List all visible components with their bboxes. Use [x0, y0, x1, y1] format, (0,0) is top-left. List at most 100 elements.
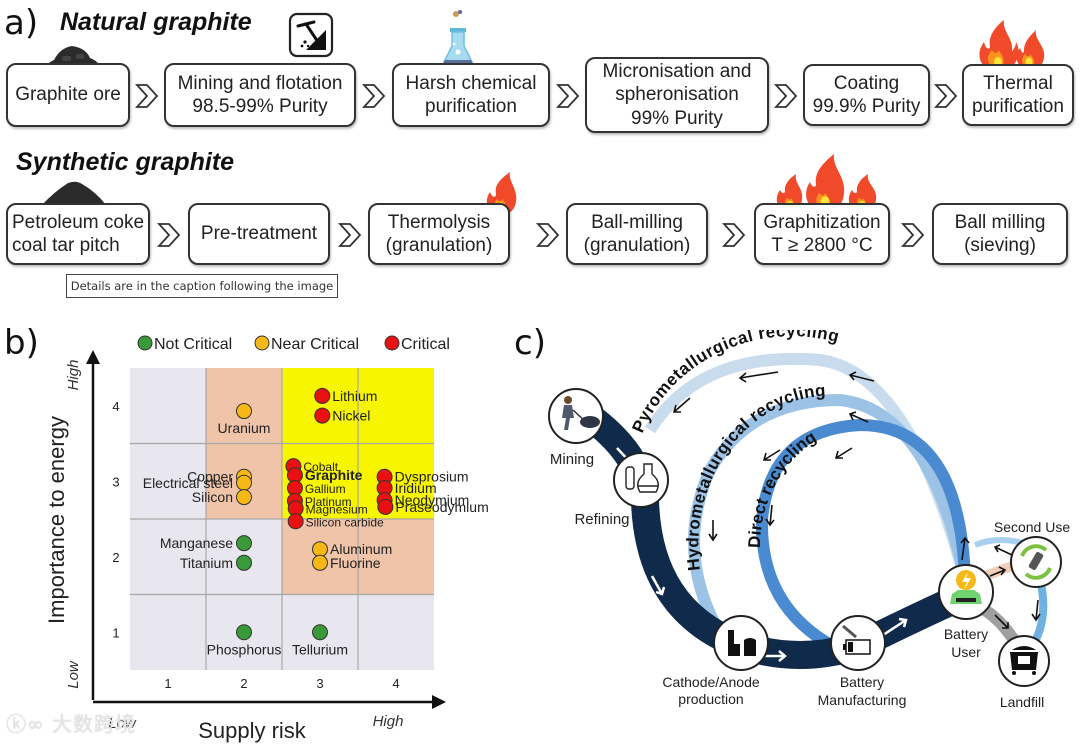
- watermark-logo-icon: ⓚ∞: [6, 712, 53, 736]
- point-label: Manganese: [160, 535, 233, 551]
- point-label: Silicon carbide: [306, 515, 384, 529]
- point-label: Copper: [187, 469, 233, 485]
- point-label: Aluminum: [330, 541, 392, 557]
- node-battery-manufacturing: Battery Manufacturing: [818, 615, 907, 708]
- chevron-right-icon: [934, 84, 958, 108]
- hydrometallurgical-loop: [688, 393, 971, 654]
- panel-b-label: b): [4, 323, 39, 363]
- point-label: Titanium: [180, 555, 233, 571]
- svg-text:production: production: [678, 691, 743, 707]
- svg-text:Battery: Battery: [840, 674, 884, 690]
- y-tick-label: 1: [112, 625, 119, 640]
- legend-label: Near Critical: [271, 336, 359, 353]
- step-petroleum-coke: Petroleum coke coal tar pitch: [6, 203, 150, 265]
- chevron-right-icon: [556, 84, 580, 108]
- node-cathode-anode-production: Cathode/Anode production: [662, 615, 769, 707]
- point-aluminum: [312, 541, 328, 558]
- battery-wrench-icon: [842, 624, 871, 655]
- point-tellurium: [312, 624, 328, 641]
- chevron-right-icon: [338, 223, 362, 247]
- step-thermolysis: Thermolysis (granulation): [368, 203, 510, 265]
- miner-icon: [562, 396, 600, 430]
- step-coating: Coating 99.9% Purity: [803, 64, 930, 126]
- natural-graphite-title: Natural graphite: [60, 8, 252, 36]
- point-label: Iridium: [395, 480, 437, 496]
- svg-text:Battery: Battery: [944, 626, 988, 642]
- x-axis-arrow-icon: [432, 695, 446, 709]
- node-refining: Refining: [574, 452, 669, 528]
- point-label: Uranium: [218, 420, 271, 436]
- point-label: Fluorine: [330, 555, 381, 571]
- y-axis-low-label: Low: [65, 660, 82, 689]
- x-tick-label: 2: [240, 676, 247, 691]
- recycling-arrows: [672, 371, 1041, 629]
- point-label: Graphite: [305, 467, 363, 483]
- panel-a-label: a): [4, 3, 39, 43]
- legend-label: Critical: [401, 336, 450, 353]
- x-tick-label: 4: [392, 676, 399, 691]
- node-battery-user: Battery User: [938, 564, 994, 660]
- lab-glassware-icon: [625, 463, 659, 493]
- y-axis-high-label: High: [65, 360, 82, 391]
- battery-lifecycle-diagram: Pyrometallurgical recycling Hydrometallu…: [548, 330, 1070, 710]
- point-label: Praseodymium: [395, 499, 488, 515]
- point-label: Silicon: [192, 489, 233, 505]
- point-electrical-steel: [236, 474, 252, 491]
- point-silicon-carbide: [287, 513, 304, 530]
- y-tick-label: 2: [112, 550, 119, 565]
- step-ball-milling-granulation: Ball-milling (granulation): [566, 203, 708, 265]
- point-manganese: [236, 535, 252, 552]
- node-mining: Mining: [548, 388, 604, 468]
- dumpster-icon: [1010, 646, 1038, 675]
- panel-c-label: c): [514, 323, 546, 363]
- point-phosphorus: [236, 624, 252, 641]
- x-axis-label: Supply risk: [198, 718, 307, 743]
- image-caption-tooltip: Details are in the caption following the…: [66, 274, 338, 298]
- step-thermal-purification: Thermal purification: [962, 64, 1074, 126]
- step-ball-milling-sieving: Ball milling (sieving): [932, 203, 1068, 265]
- point-label: Dysprosium: [395, 469, 469, 485]
- mining-pickaxe-icon: [288, 12, 334, 63]
- watermark: ⓚ∞ 大数跨境: [6, 712, 137, 736]
- synthetic-graphite-title: Synthetic graphite: [16, 148, 235, 176]
- chevron-right-icon: [774, 84, 798, 108]
- criticality-matrix-chart: LithiumNickelUraniumCobaltGraphiteGalliu…: [44, 335, 489, 743]
- x-axis-low-label: Low: [108, 715, 137, 732]
- step-pre-treatment: Pre-treatment: [188, 203, 330, 265]
- point-titanium: [236, 554, 252, 571]
- chevron-right-icon: [362, 84, 386, 108]
- chevron-right-icon: [536, 223, 560, 247]
- chevron-right-icon: [901, 223, 925, 247]
- y-tick-label: 3: [112, 474, 119, 489]
- factory-icon: [728, 630, 756, 656]
- x-tick-label: 1: [164, 676, 171, 691]
- point-label: Neodymium: [395, 492, 470, 508]
- svg-text:Cathode/Anode: Cathode/Anode: [662, 674, 760, 690]
- point-label: Nickel: [332, 408, 370, 424]
- chevron-right-icon: [135, 84, 159, 108]
- point-label: Electrical steel: [143, 475, 233, 491]
- y-axis-label: Importance to energy: [44, 416, 69, 624]
- legend-marker-not-critical: [137, 335, 153, 351]
- legend-label: Not Critical: [154, 336, 232, 353]
- point-lithium: [314, 387, 331, 404]
- x-axis-high-label: High: [373, 713, 404, 730]
- step-micronisation: Micronisation and spheronisation 99% Pur…: [585, 57, 769, 133]
- step-mining-flotation: Mining and flotation 98.5-99% Purity: [164, 63, 356, 127]
- chevron-right-icon: [722, 223, 746, 247]
- point-label: Phosphorus: [207, 641, 282, 657]
- svg-text:User: User: [951, 644, 981, 660]
- point-silicon: [236, 489, 252, 506]
- svg-text:Manufacturing: Manufacturing: [818, 692, 907, 708]
- point-label: Magnesium: [306, 502, 368, 516]
- x-tick-label: 3: [316, 676, 323, 691]
- point-label: Gallium: [305, 482, 346, 496]
- legend-marker-near-critical: [254, 335, 270, 351]
- battery-recycle-icon: [1020, 544, 1052, 580]
- point-label: Lithium: [332, 388, 377, 404]
- svg-text:Refining: Refining: [574, 511, 629, 528]
- electric-car-icon: [950, 570, 982, 604]
- point-fluorine: [312, 554, 328, 571]
- legend-marker-critical: [384, 335, 400, 351]
- direct-recycling-label: Direct recycling: [745, 427, 820, 548]
